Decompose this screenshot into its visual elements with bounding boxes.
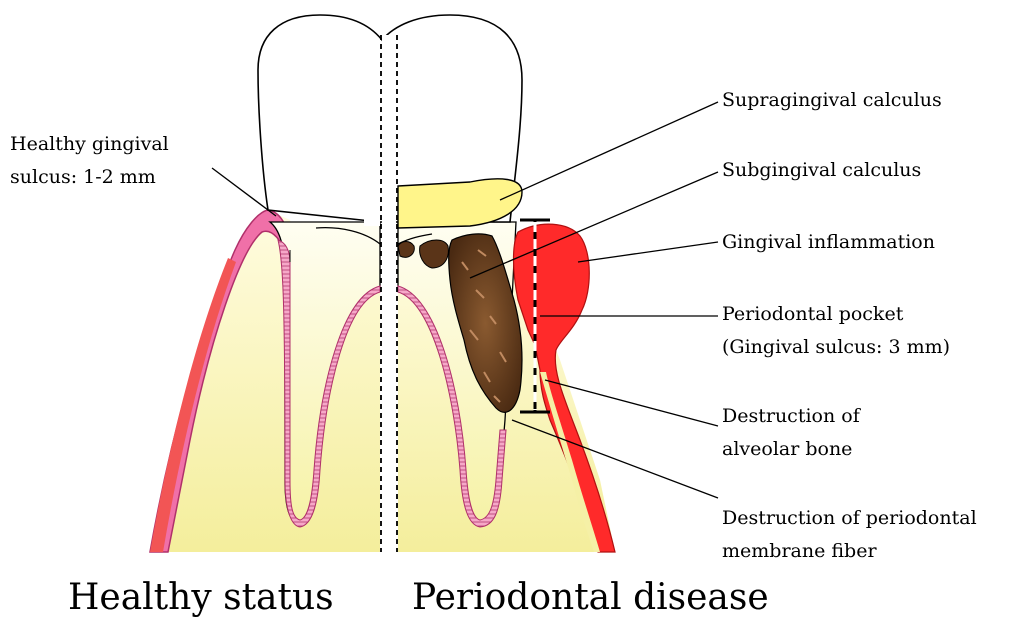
label-healthy-sulcus: Healthy gingival sulcus: 1-2 mm (10, 128, 169, 194)
caption-healthy: Healthy status (68, 576, 334, 620)
label-healthy-sulcus-line2: sulcus: 1-2 mm (10, 161, 169, 194)
label-subgingival: Subgingival calculus (722, 154, 921, 187)
leader-inflammation (578, 242, 718, 262)
label-bone-line1: Destruction of (722, 400, 860, 433)
label-pocket-line2: (Gingival sulcus: 3 mm) (722, 331, 950, 364)
label-pocket-line1: Periodontal pocket (722, 298, 950, 331)
label-inflammation: Gingival inflammation (722, 226, 935, 259)
divider-white-patch (364, 172, 380, 226)
label-fiber-line1: Destruction of periodontal (722, 502, 977, 535)
label-healthy-sulcus-line1: Healthy gingival (10, 128, 169, 161)
label-fiber: Destruction of periodontal membrane fibe… (722, 502, 977, 568)
label-bone: Destruction of alveolar bone (722, 400, 860, 466)
label-pocket: Periodontal pocket (Gingival sulcus: 3 m… (722, 298, 950, 364)
calculus-small-1 (398, 242, 414, 258)
caption-disease: Periodontal disease (412, 576, 769, 620)
label-bone-line2: alveolar bone (722, 433, 860, 466)
label-fiber-line2: membrane fiber (722, 535, 977, 568)
divider-gap (382, 35, 396, 552)
label-supragingival: Supragingival calculus (722, 84, 942, 117)
